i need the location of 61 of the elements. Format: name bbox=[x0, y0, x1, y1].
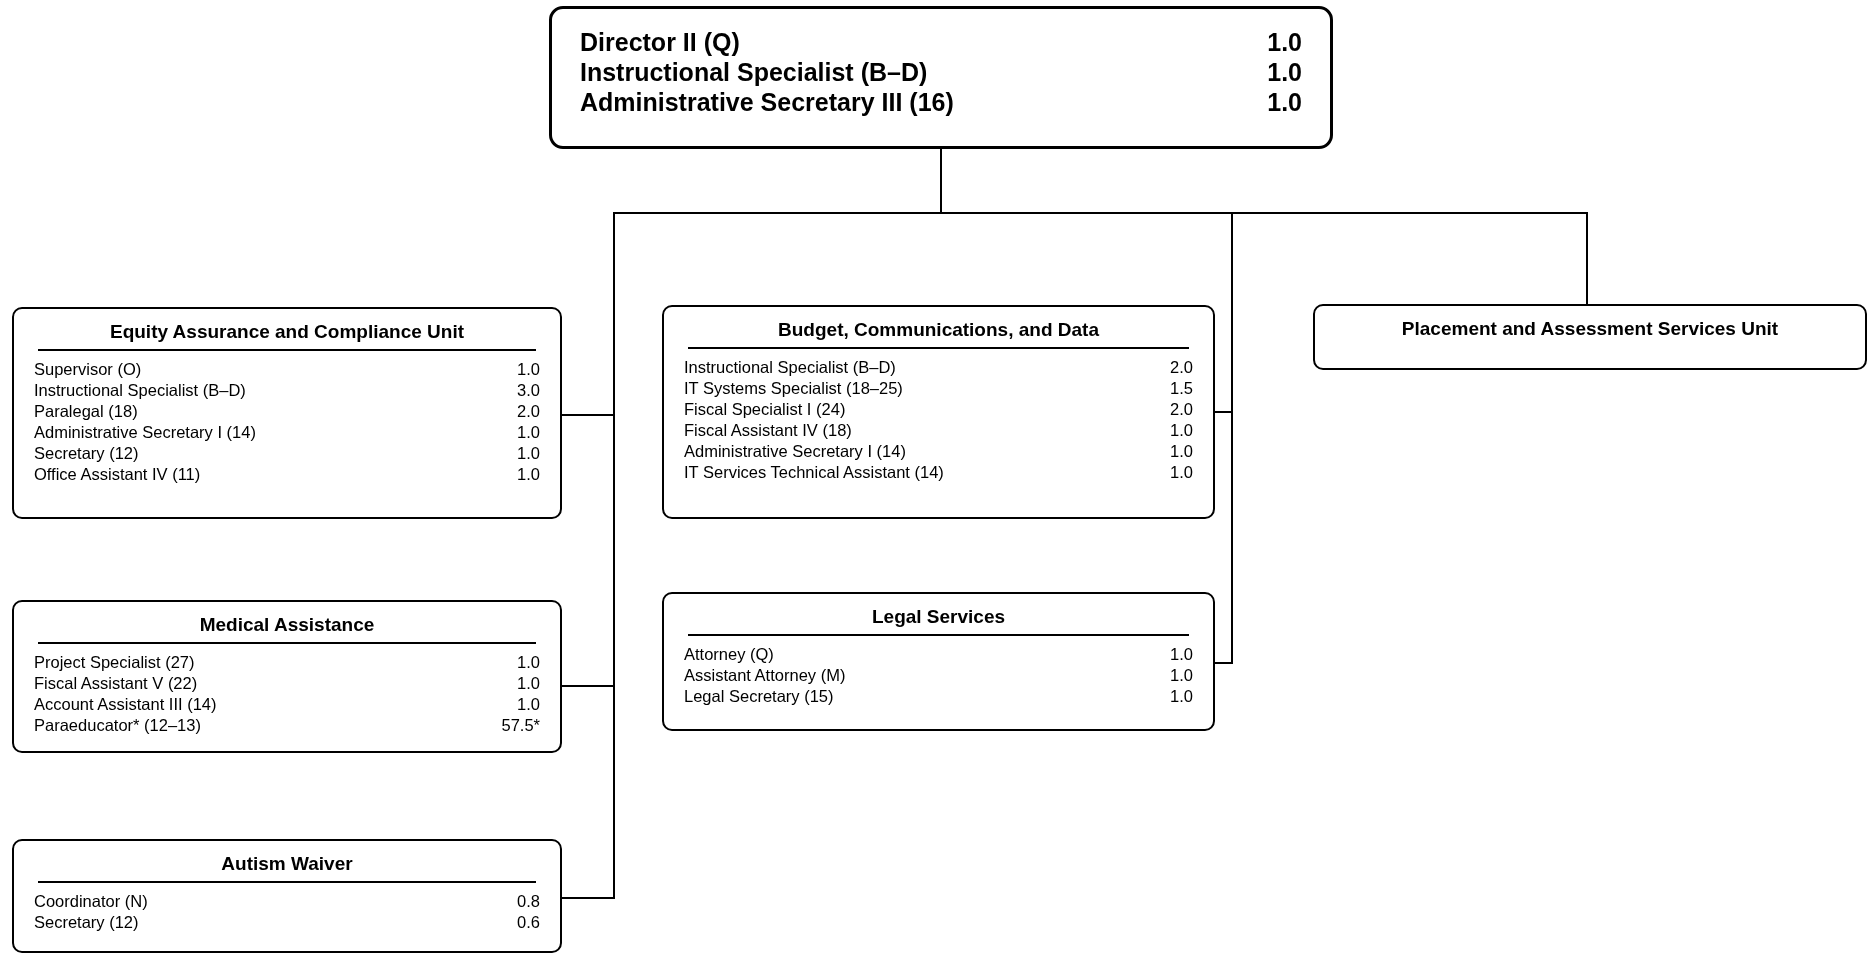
unit-box bbox=[12, 307, 562, 519]
fte-value: 1.0 bbox=[1267, 57, 1302, 87]
unit-box bbox=[662, 592, 1215, 731]
fte-value: 1.0 bbox=[1170, 644, 1193, 665]
unit-box bbox=[1313, 304, 1867, 370]
position-title: IT Services Technical Assistant (14) bbox=[684, 462, 944, 483]
position-title: Paralegal (18) bbox=[34, 401, 138, 422]
fte-value: 1.0 bbox=[517, 443, 540, 464]
position-title: Instructional Specialist (B–D) bbox=[34, 380, 246, 401]
fte-value: 0.6 bbox=[517, 912, 540, 933]
position-title: Secretary (12) bbox=[34, 443, 139, 464]
fte-value: 1.0 bbox=[517, 652, 540, 673]
unit-box bbox=[549, 6, 1333, 149]
unit-heading: Autism Waiver bbox=[220, 853, 354, 875]
position-title: Office Assistant IV (11) bbox=[34, 464, 201, 485]
fte-value: 2.0 bbox=[1170, 357, 1193, 378]
unit-heading: Equity Assurance and Compliance Unit bbox=[108, 321, 465, 343]
position-title: Account Assistant III (14) bbox=[34, 694, 217, 715]
position-title: Fiscal Assistant IV (18) bbox=[684, 420, 852, 441]
fte-value: 1.0 bbox=[1170, 441, 1193, 462]
fte-value: 0.8 bbox=[517, 891, 540, 912]
unit-box bbox=[662, 305, 1215, 519]
position-title: Secretary (12) bbox=[34, 912, 139, 933]
fte-value: 2.0 bbox=[517, 401, 540, 422]
position-title: Fiscal Specialist I (24) bbox=[684, 399, 846, 420]
position-title: Administrative Secretary I (14) bbox=[684, 441, 906, 462]
fte-value: 1.0 bbox=[517, 673, 540, 694]
unit-heading: Legal Services bbox=[870, 606, 1007, 628]
position-title: Supervisor (O) bbox=[34, 359, 142, 380]
fte-value: 1.0 bbox=[517, 422, 540, 443]
fte-value: 1.0 bbox=[1170, 420, 1193, 441]
fte-value: 57.5* bbox=[501, 715, 540, 736]
fte-value: 3.0 bbox=[517, 380, 540, 401]
fte-value: 1.0 bbox=[517, 359, 540, 380]
position-title: Legal Secretary (15) bbox=[684, 686, 834, 707]
position-title: IT Systems Specialist (18–25) bbox=[684, 378, 903, 399]
fte-value: 1.0 bbox=[517, 694, 540, 715]
fte-value: 1.0 bbox=[1267, 87, 1302, 117]
position-title: Administrative Secretary III (16) bbox=[580, 87, 954, 117]
position-title: Instructional Specialist (B–D) bbox=[580, 57, 928, 87]
unit-box bbox=[12, 600, 562, 753]
position-title: Administrative Secretary I (14) bbox=[34, 422, 256, 443]
unit-heading: Placement and Assessment Services Unit bbox=[1400, 318, 1780, 340]
fte-value: 1.0 bbox=[1170, 665, 1193, 686]
position-title: Director II (Q) bbox=[580, 27, 740, 57]
unit-heading: Budget, Communications, and Data bbox=[777, 319, 1100, 341]
position-title: Instructional Specialist (B–D) bbox=[684, 357, 896, 378]
position-title: Attorney (Q) bbox=[684, 644, 774, 665]
fte-value: 1.0 bbox=[1267, 27, 1302, 57]
position-title: Assistant Attorney (M) bbox=[684, 665, 846, 686]
fte-value: 2.0 bbox=[1170, 399, 1193, 420]
fte-value: 1.5 bbox=[1170, 378, 1193, 399]
fte-value: 1.0 bbox=[1170, 462, 1193, 483]
position-title: Project Specialist (27) bbox=[34, 652, 195, 673]
unit-heading: Medical Assistance bbox=[198, 614, 376, 636]
position-title: Coordinator (N) bbox=[34, 891, 148, 912]
position-title: Fiscal Assistant V (22) bbox=[34, 673, 198, 694]
fte-value: 1.0 bbox=[517, 464, 540, 485]
fte-value: 1.0 bbox=[1170, 686, 1193, 707]
position-title: Paraeducator* (12–13) bbox=[34, 715, 201, 736]
unit-box bbox=[12, 839, 562, 953]
